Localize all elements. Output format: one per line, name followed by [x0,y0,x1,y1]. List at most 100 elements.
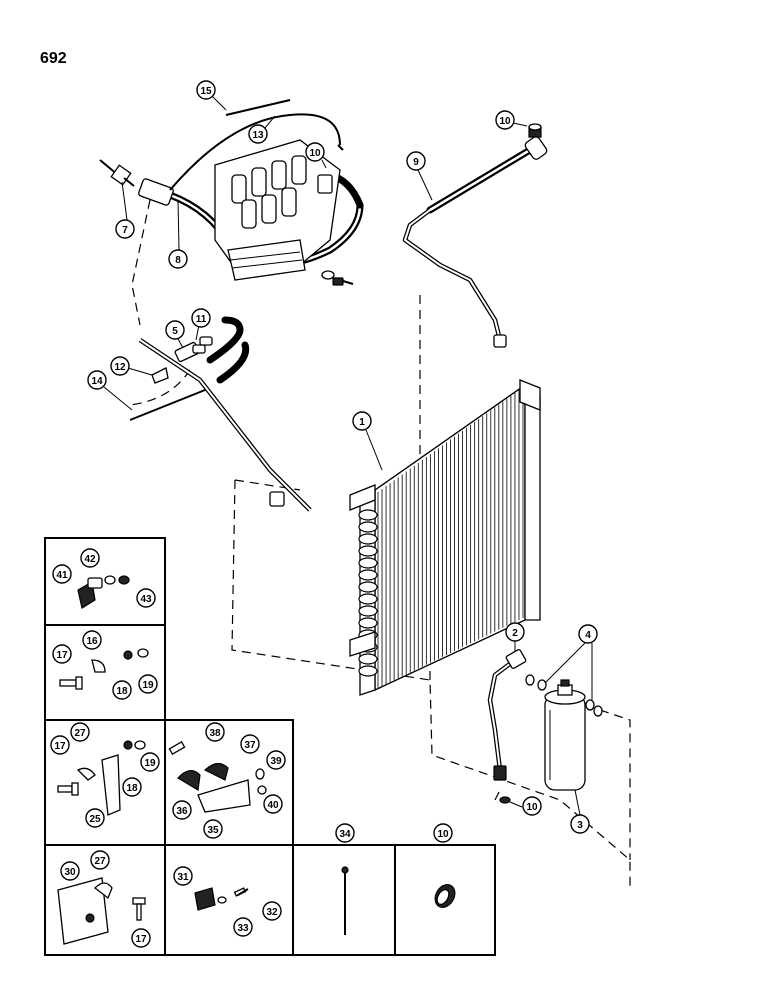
svg-text:25: 25 [89,814,101,825]
o-rings [525,674,603,717]
svg-text:34: 34 [339,829,351,840]
coil-loop [358,593,378,605]
coil-loop [358,509,378,521]
discharge-hose [402,136,548,348]
callout-27: 27 [90,850,110,870]
callout-11: 11 [191,308,211,328]
callout-1: 1 [352,411,372,431]
coil-loop [358,569,378,581]
svg-text:38: 38 [209,728,221,739]
svg-text:2: 2 [512,628,518,639]
callout-39: 39 [266,750,286,770]
svg-text:19: 19 [144,758,156,769]
plate-set [57,877,146,945]
cap-fitting [528,123,542,138]
callout-18: 18 [122,777,142,797]
svg-text:31: 31 [177,872,189,883]
callout-16: 16 [82,630,102,650]
callout-32: 32 [262,901,282,921]
leader-lines [103,96,593,816]
svg-text:32: 32 [266,907,278,918]
cable-tie [341,866,349,935]
svg-text:33: 33 [237,923,249,934]
callout-15: 15 [196,80,216,100]
callout-34: 34 [335,823,355,843]
callout-25: 25 [85,808,105,828]
page-number: 692 [40,50,67,67]
condenser-fins [358,387,524,688]
callout-17: 17 [50,735,70,755]
inset-cap [434,884,456,908]
svg-text:35: 35 [207,825,219,836]
callout-33: 33 [233,917,253,937]
callout-14: 14 [87,370,107,390]
svg-text:27: 27 [94,856,106,867]
coil-loop [358,605,378,617]
svg-text:39: 39 [270,756,282,767]
callout-10: 10 [495,110,515,130]
bracket-set-a [57,740,146,816]
svg-text:5: 5 [172,326,178,337]
callout-2: 2 [505,622,525,642]
coil-loop [358,533,378,545]
svg-text:10: 10 [499,116,511,127]
callout-9: 9 [406,151,426,171]
spring-clip-set [77,575,130,609]
svg-text:4: 4 [585,630,591,641]
clip-bolt-set [194,887,249,911]
svg-text:36: 36 [176,806,188,817]
capillary-tube [169,99,344,191]
callout-3: 3 [570,814,590,834]
svg-text:18: 18 [116,686,128,697]
svg-text:10: 10 [309,148,321,159]
svg-text:18: 18 [126,783,138,794]
callout-18: 18 [112,680,132,700]
bolt-and-washer [321,270,354,286]
svg-text:13: 13 [252,130,264,141]
coil-loop [358,557,378,569]
callout-37: 37 [240,734,260,754]
callout-10: 10 [305,142,325,162]
svg-text:16: 16 [86,636,98,647]
svg-text:27: 27 [74,728,86,739]
svg-text:3: 3 [577,820,583,831]
callout-5: 5 [165,320,185,340]
svg-text:14: 14 [91,376,103,387]
svg-text:1: 1 [359,417,365,428]
callout-10: 10 [522,796,542,816]
callout-19: 19 [140,752,160,772]
svg-text:10: 10 [526,802,538,813]
callout-30: 30 [60,861,80,881]
svg-text:17: 17 [54,741,66,752]
callout-8: 8 [168,249,188,269]
svg-text:17: 17 [135,934,147,945]
svg-text:15: 15 [200,86,212,97]
callout-17: 17 [131,928,151,948]
coil-loop [358,617,378,629]
drier-tube [487,649,527,781]
coil-loop [358,653,378,665]
svg-text:12: 12 [114,362,126,373]
callout-41: 41 [52,564,72,584]
coil-loop [358,545,378,557]
svg-text:17: 17 [56,650,68,661]
callout-13: 13 [248,124,268,144]
callout-10: 10 [433,823,453,843]
callout-17: 17 [52,644,72,664]
svg-text:9: 9 [413,157,419,168]
washer [499,796,511,804]
receiver-drier [544,679,586,791]
callout-42: 42 [80,548,100,568]
callout-35: 35 [203,819,223,839]
svg-text:11: 11 [196,314,207,325]
callout-7: 7 [115,219,135,239]
clamp-set-a [59,648,149,690]
condenser [349,379,541,696]
callout-36: 36 [172,800,192,820]
coil-loop [358,665,378,677]
svg-text:10: 10 [437,829,449,840]
svg-text:40: 40 [267,800,279,811]
compressor [214,139,341,281]
